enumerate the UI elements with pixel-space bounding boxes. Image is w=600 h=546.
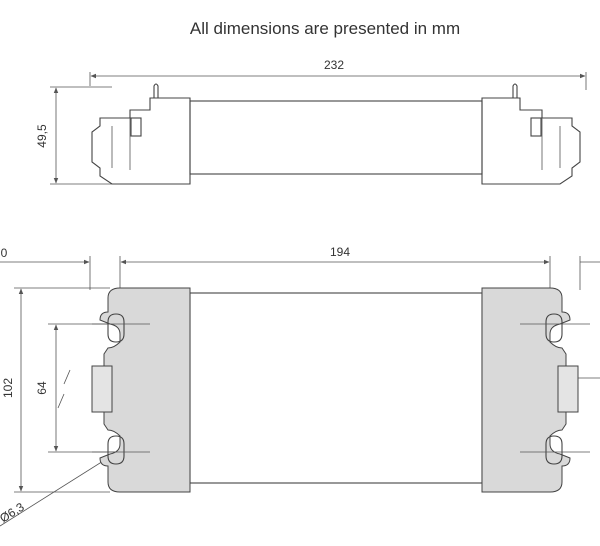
side-left-pin [153, 83, 159, 98]
dim-label-64: 64 [35, 381, 49, 395]
dim-label-232: 232 [324, 58, 344, 72]
dim-label-hole-diameter: Ø6,3 [0, 500, 27, 526]
break-mark-2 [57, 393, 65, 409]
side-left-cap [91, 97, 191, 185]
top-left-connector [91, 365, 113, 413]
top-left-slot-upper [107, 313, 125, 343]
dim-label-194: 194 [330, 245, 350, 259]
dim-label-495: 49,5 [35, 124, 49, 148]
top-right-connector [557, 365, 579, 413]
top-right-slot-upper [545, 313, 563, 343]
dim-label-102: 102 [1, 378, 15, 398]
dim-label-cut: 0 [1, 246, 8, 260]
side-view: 232 49,5 [35, 58, 587, 185]
side-left-clip [130, 117, 142, 137]
break-mark-1 [63, 369, 71, 385]
side-right-clip [530, 117, 542, 137]
top-body [189, 292, 483, 484]
top-left-slot-lower [107, 435, 125, 465]
side-right-cap [481, 97, 581, 185]
top-view: 0 194 102 64 Ø6,3 [0, 245, 600, 527]
top-right-slot-lower [545, 435, 563, 465]
drawing-title: All dimensions are presented in mm [190, 19, 460, 38]
side-right-pin [512, 83, 518, 98]
side-body [189, 100, 483, 175]
